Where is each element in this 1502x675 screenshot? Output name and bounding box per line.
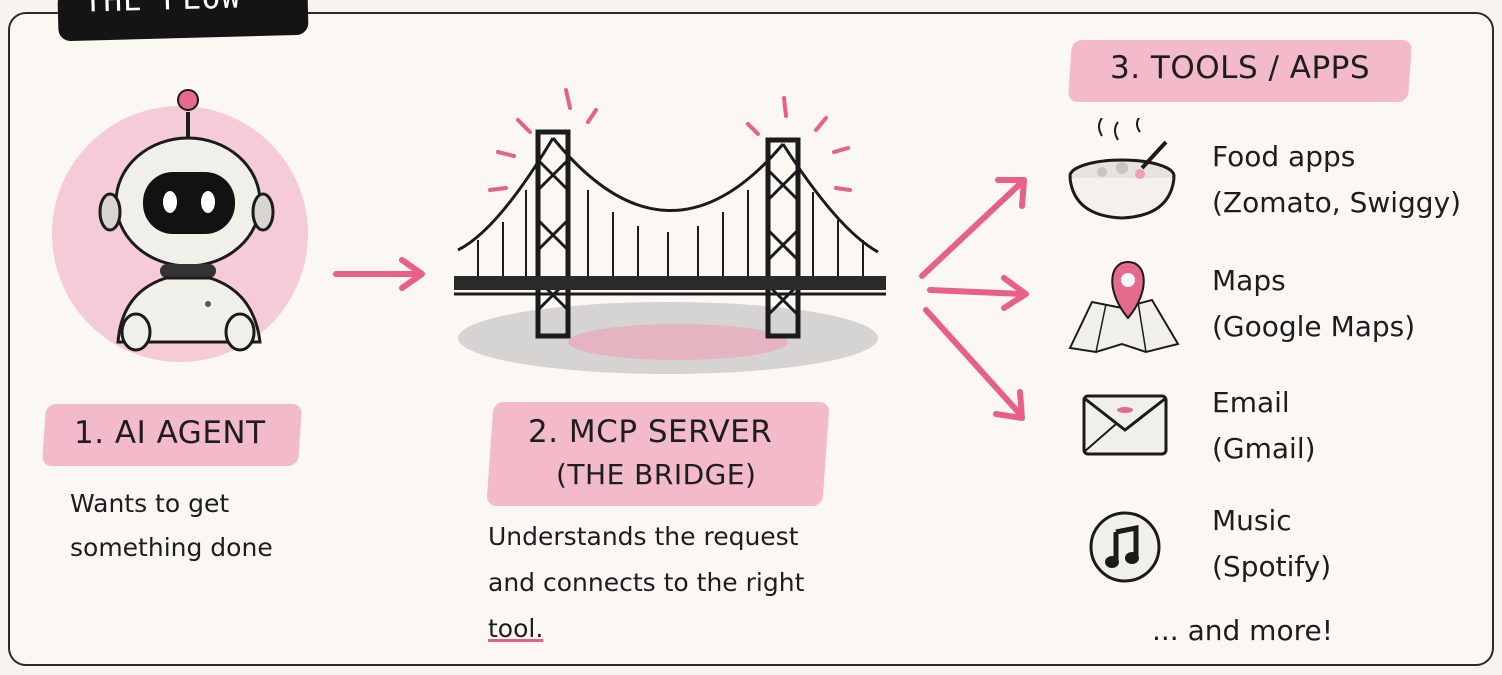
tools-footer: ... and more! <box>1152 614 1333 647</box>
tool-name-email: Email <box>1212 386 1290 419</box>
server-subheading: (THE BRIDGE) <box>556 458 757 491</box>
agent-description-line: something done <box>70 533 273 562</box>
arrow-agent-to-server <box>333 257 425 291</box>
server-description-line: and connects to the right <box>488 568 805 597</box>
server-description-line: tool. <box>488 614 544 643</box>
page-title: THE FLOW <box>83 0 241 20</box>
server-description-line: Understands the request <box>488 522 799 551</box>
tool-detail-maps: (Google Maps) <box>1212 310 1416 343</box>
agent-description: Wants to get something done <box>70 482 273 570</box>
tool-name-maps: Maps <box>1212 264 1286 297</box>
music-note-icon <box>1089 511 1161 583</box>
map-pin-icon <box>1068 260 1180 354</box>
tool-detail-email: (Gmail) <box>1212 432 1316 465</box>
agent-description-line: Wants to get <box>70 489 230 518</box>
tool-detail-food: (Zomato, Swiggy) <box>1212 186 1462 219</box>
title-tag: THE FLOW <box>57 0 309 42</box>
envelope-icon <box>1082 394 1168 456</box>
tools-heading: 3. TOOLS / APPS <box>1110 50 1371 86</box>
tool-name-food: Food apps <box>1212 140 1356 173</box>
tool-detail-music: (Spotify) <box>1212 550 1332 583</box>
food-bowl-icon <box>1068 118 1176 220</box>
bridge-icon <box>454 88 886 374</box>
agent-heading: 1. AI AGENT <box>74 415 266 451</box>
arrows-server-to-tools <box>919 177 1029 421</box>
tool-name-music: Music <box>1212 504 1292 537</box>
server-description: Understands the request and connects to … <box>488 514 804 652</box>
robot-icon <box>52 89 308 362</box>
server-heading: 2. MCP SERVER <box>528 414 773 450</box>
